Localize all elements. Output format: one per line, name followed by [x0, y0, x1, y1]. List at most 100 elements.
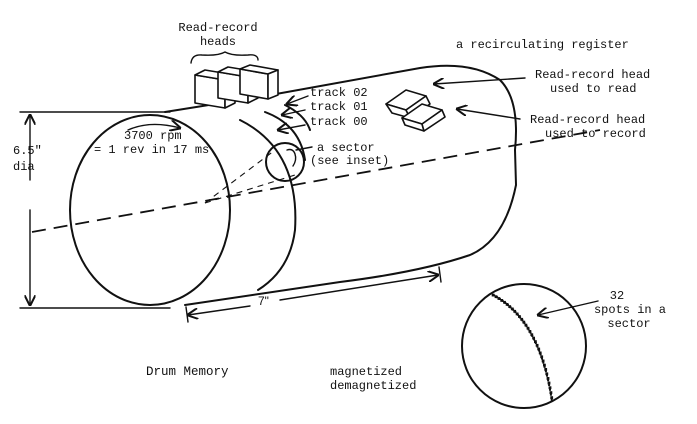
sector-spot — [519, 316, 522, 319]
legend-demagnetized: demagnetized — [330, 379, 416, 393]
recirculating-register-label: a recirculating register — [456, 38, 629, 52]
sector-spot — [547, 379, 550, 382]
sector-spot — [525, 325, 528, 328]
length-tick-right — [438, 266, 442, 283]
sector-leader — [295, 146, 313, 151]
spots-label-line1: 32 — [610, 289, 624, 303]
sector-spot — [549, 388, 551, 391]
sector-spot — [542, 361, 545, 364]
track-ring-inner — [239, 119, 297, 291]
record-head-label-line2: used to record — [545, 127, 646, 141]
sector-spot — [534, 340, 537, 343]
sector-spot — [544, 368, 548, 371]
record-head-arrow — [457, 109, 521, 120]
sector-spot — [543, 365, 546, 368]
spots-label-line3: sector — [607, 317, 650, 331]
sector-spot — [516, 313, 519, 316]
sector-spot — [536, 345, 539, 348]
spots-label-line2: spots in a — [594, 303, 666, 317]
sector-spot — [547, 381, 551, 385]
read-head-label-line2: used to read — [550, 82, 636, 96]
rpm-label-line2: = 1 rev in 17 ms — [94, 143, 209, 157]
sector-spot — [546, 374, 548, 377]
track-00-label: track 00 — [310, 115, 368, 129]
track-02-label: track 02 — [310, 86, 368, 100]
sector-spot — [548, 384, 551, 386]
sector-inset — [461, 283, 599, 409]
sector-spot — [528, 330, 532, 333]
diameter-label-line2: dia — [13, 160, 35, 174]
sector-spot — [496, 296, 499, 299]
sector-spot — [550, 396, 554, 399]
sector-spot — [512, 308, 515, 311]
sector-spot — [522, 320, 526, 324]
heads-brace — [190, 51, 259, 64]
sector-spots — [491, 293, 554, 401]
track-ring-02 — [284, 104, 311, 131]
sector-spot — [501, 299, 504, 302]
sector-spot — [524, 323, 528, 327]
sector-spot — [493, 294, 496, 297]
track00-arrow — [278, 125, 306, 130]
drum-back-end — [184, 149, 517, 306]
sector-spot — [494, 295, 498, 299]
read-record-heads — [190, 51, 279, 109]
sector-spot — [541, 357, 543, 360]
read-head-label-line1: Read-record head — [535, 68, 650, 82]
sector-spot — [509, 306, 512, 309]
sector-spot — [535, 343, 539, 347]
sector-spot — [521, 319, 524, 322]
sector-circle — [265, 142, 305, 182]
track-01-label: track 01 — [310, 100, 368, 114]
sector-spot — [498, 298, 501, 300]
sector-spot — [538, 349, 541, 352]
sector-spot — [534, 342, 537, 344]
recirculating-heads — [385, 89, 446, 132]
sector-spot — [546, 377, 550, 380]
diagram-title: Drum Memory — [146, 365, 229, 379]
sector-spot — [540, 355, 544, 359]
length-arrow-right — [279, 275, 438, 301]
drum-axis — [31, 129, 601, 233]
sector-spot — [504, 302, 507, 304]
track02-arrow — [287, 96, 309, 104]
record-head — [401, 103, 446, 132]
sector-label-line2: (see inset) — [310, 154, 389, 168]
record-head-label-line1: Read-record head — [530, 113, 645, 127]
read-head-arrow — [434, 77, 526, 84]
sector-spot — [531, 335, 534, 337]
sector-spot — [514, 311, 517, 314]
track-ring-outer — [264, 111, 306, 161]
sector-sight-line-1 — [204, 149, 276, 204]
sector-spot — [550, 398, 553, 401]
sector-spot — [527, 328, 530, 331]
sector-spot — [491, 293, 495, 297]
sector-spot — [529, 331, 532, 334]
sector-spot — [548, 386, 552, 390]
rpm-label-line1: 3700 rpm — [124, 129, 182, 143]
sector-spot — [549, 393, 552, 396]
heads-label-line1: Read-record — [178, 21, 257, 35]
sector-sight-line-2 — [204, 174, 296, 204]
head-3 — [239, 64, 279, 100]
rotation-arrow — [127, 124, 180, 130]
track01-arrow — [282, 110, 306, 115]
diameter-label-line1: 6.5" — [13, 144, 42, 158]
sector-spot — [533, 338, 536, 341]
sector-spot — [523, 322, 526, 325]
sector-label-line1: a sector — [317, 141, 375, 155]
sector-spot — [544, 370, 547, 373]
spots-arrow — [538, 300, 599, 315]
sector-spot — [545, 372, 549, 376]
length-arrow-left — [188, 305, 251, 315]
sector-spot — [543, 363, 546, 367]
sector-spot — [530, 333, 534, 337]
heads-label-line2: heads — [200, 35, 236, 49]
drum-front-face — [69, 114, 231, 306]
length-label: 7" — [258, 294, 269, 308]
length-tick-left — [185, 306, 189, 323]
sector-spot — [500, 299, 504, 302]
sector-spot — [532, 336, 535, 340]
sector-spot — [507, 304, 509, 307]
